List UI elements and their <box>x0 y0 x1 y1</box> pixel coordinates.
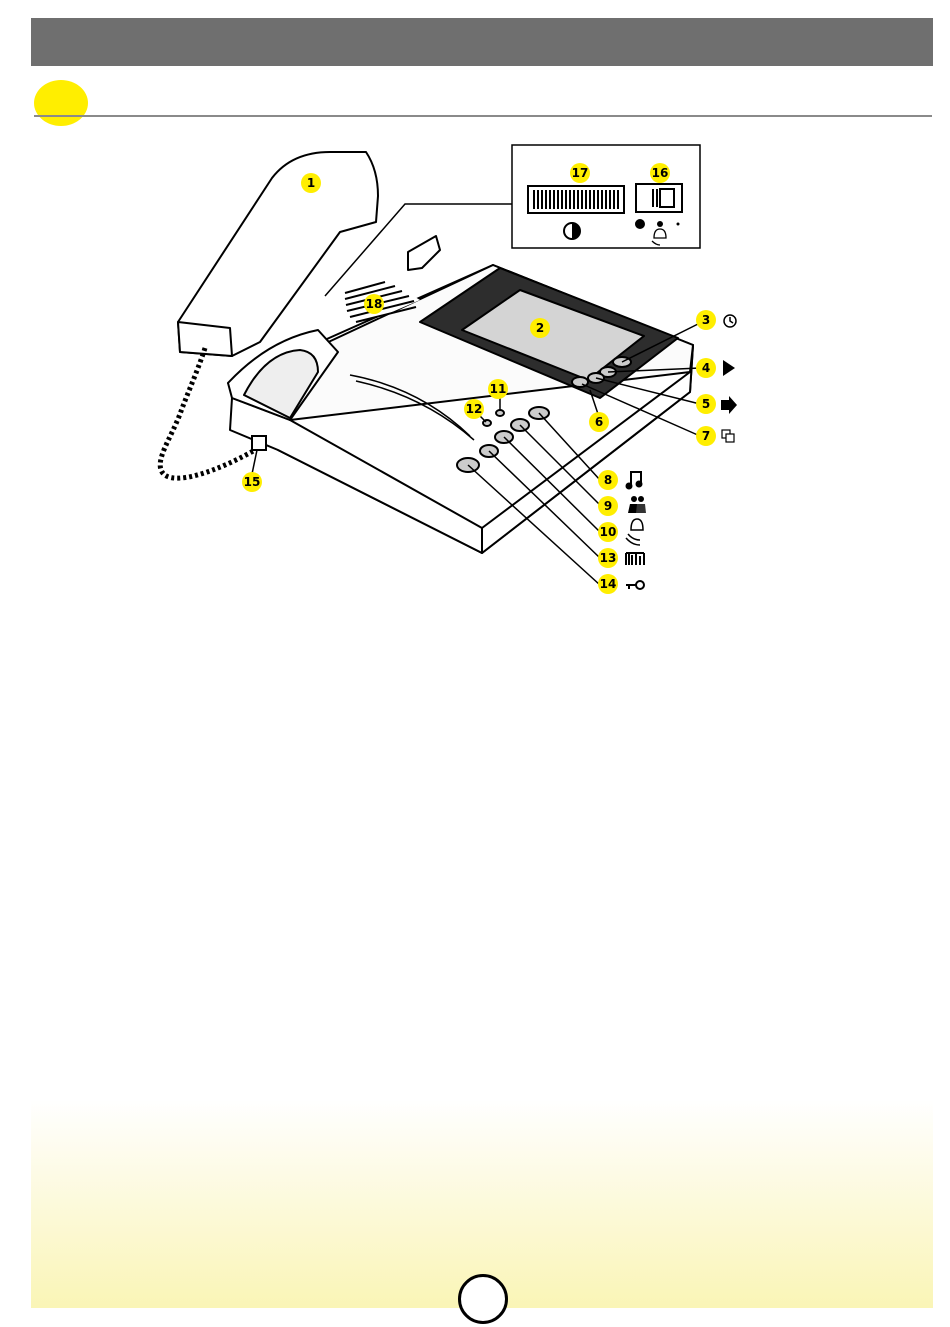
callout-14-label: 14 <box>600 577 617 591</box>
led-11 <box>496 410 504 416</box>
contrast-icon <box>564 223 580 239</box>
callout-5-label: 5 <box>702 397 710 411</box>
clock-icon <box>724 315 736 327</box>
callout-11-label: 11 <box>490 382 507 396</box>
door-icon <box>626 553 644 565</box>
music-note-icon <box>627 472 643 489</box>
callout-13-label: 13 <box>600 551 617 565</box>
callout-2-label: 2 <box>536 321 544 335</box>
callout-4-label: 4 <box>702 361 710 375</box>
callout-6-label: 6 <box>595 415 603 429</box>
handset-hook <box>408 236 440 270</box>
arrow-right-icon <box>721 396 737 414</box>
callout-10-label: 10 <box>600 525 617 539</box>
overlap-squares-icon <box>722 430 734 442</box>
callout-7-label: 7 <box>702 429 710 443</box>
cord-jack <box>252 436 266 450</box>
callout-3-label: 3 <box>702 313 710 327</box>
callout-17-label: 17 <box>572 166 589 180</box>
callout-8-label: 8 <box>604 473 612 487</box>
callout-18-label: 18 <box>366 297 383 311</box>
callout-1-label: 1 <box>307 176 315 190</box>
play-triangle-icon <box>723 360 735 376</box>
key-icon <box>626 581 644 589</box>
callout-12-label: 12 <box>466 402 483 416</box>
bell-icon <box>626 519 643 545</box>
callout-16-label: 16 <box>652 166 669 180</box>
persons-icon <box>628 496 646 513</box>
callout-9-label: 9 <box>604 499 612 513</box>
callout-15-label: 15 <box>244 475 261 489</box>
